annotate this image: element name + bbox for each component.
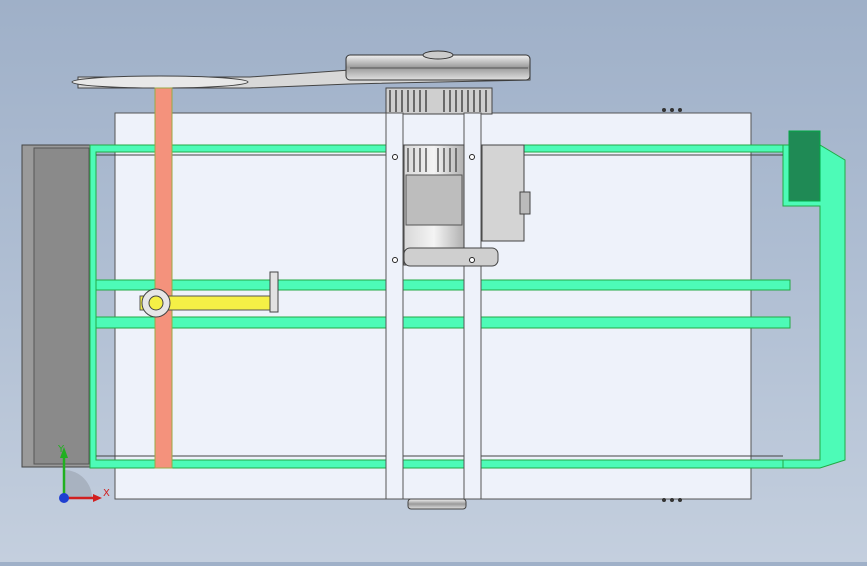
bracket-icon [139,271,279,318]
vertical-plate-right [463,112,482,500]
y-axis-label: Y [57,444,65,455]
conveyor-frame [89,144,846,469]
guide-rail-top [95,279,791,291]
motor-icon [403,144,531,267]
gear-icon [385,87,493,115]
top-pulley-assembly [71,50,531,115]
drive-shaft [154,87,173,469]
bolt-icon [662,108,682,502]
vertical-plate-left [385,112,404,500]
x-axis-label: X [103,488,110,499]
end-plate [782,144,846,469]
sensor-block [788,130,821,202]
guide-rail-bottom [95,316,791,329]
bottom-pulley-icon [407,498,467,510]
coordinate-triad-icon[interactable]: Y X [57,444,110,503]
small-pulley-icon [71,75,249,89]
